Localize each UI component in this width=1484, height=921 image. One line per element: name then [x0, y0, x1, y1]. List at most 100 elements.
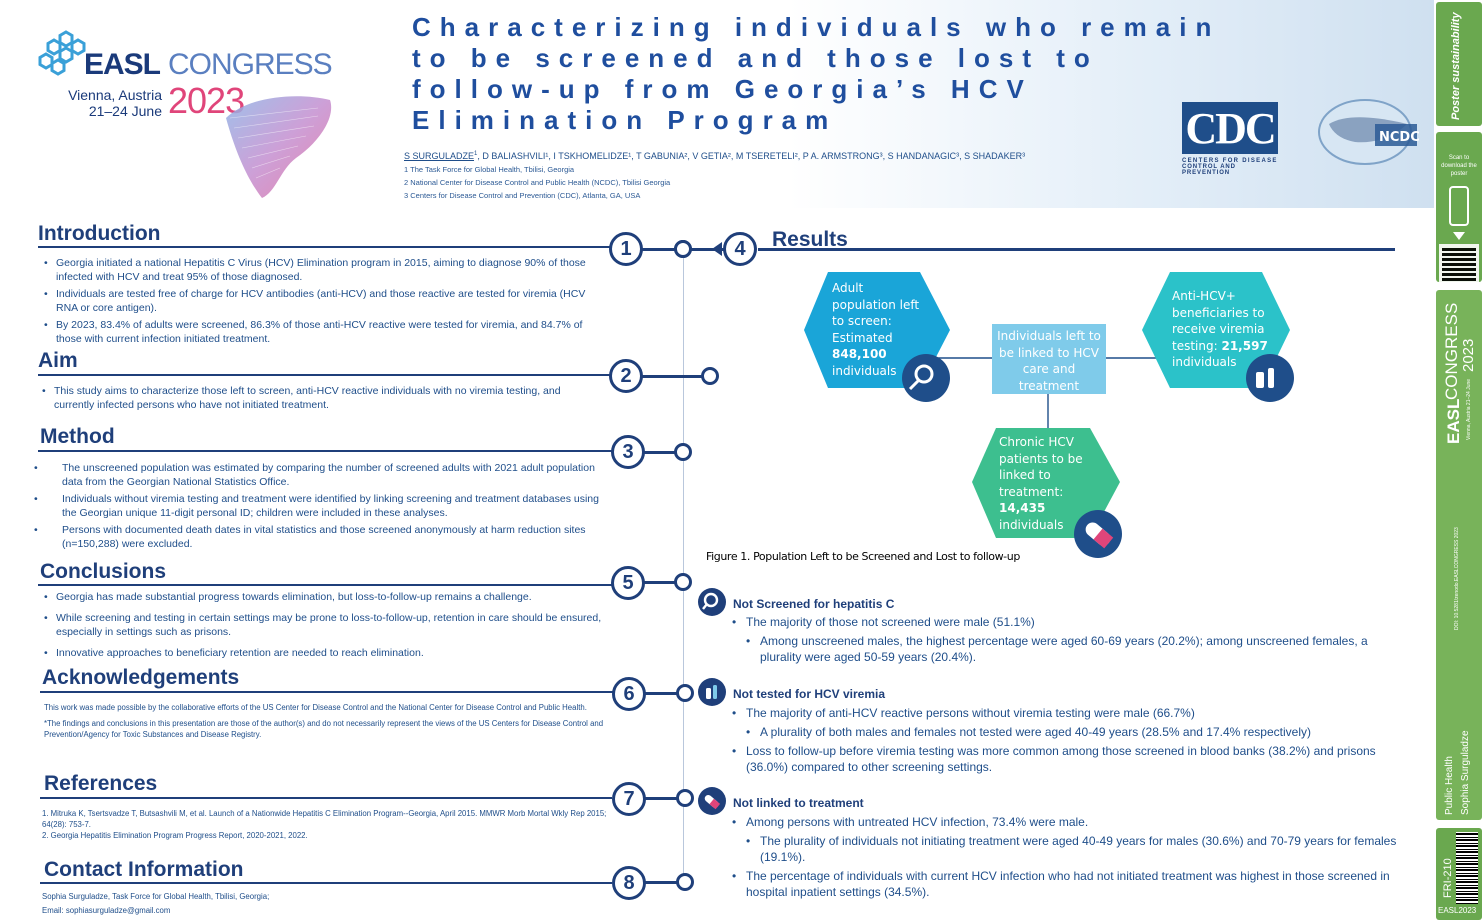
result-item: Loss to follow-up before viremia testing…: [732, 743, 1402, 775]
contact-title: Contact Information: [44, 858, 244, 881]
code-block: FRI-210 EASL2023: [1436, 828, 1482, 920]
center-box: [992, 324, 1106, 394]
poster-title: Characterizing individuals who remain to…: [412, 12, 1221, 135]
introduction-bullets: Georgia initiated a national Hepatitis C…: [40, 256, 600, 349]
result-item: Among unscreened males, the highest perc…: [746, 633, 1402, 665]
flask-body: [1256, 372, 1264, 388]
introduction-bullet: Georgia initiated a national Hepatitis C…: [40, 256, 600, 284]
method-rule: [38, 450, 612, 452]
connector-6: [644, 692, 678, 695]
side-author: Sophia Surguladze: [1460, 730, 1471, 815]
result-item: Among persons with untreated HCV infecti…: [732, 814, 1412, 830]
side-congress: CONGRESS: [1442, 302, 1461, 400]
introduction-title: Introduction: [38, 222, 161, 245]
references-title: References: [44, 772, 158, 795]
not-tested-heading: Not tested for HCV viremia: [733, 687, 886, 701]
contact-email[interactable]: Email: sophiasurguladze@gmail.com: [42, 906, 171, 915]
side-doi: DOI: 10.5281/zenodo.EASLCONGRESS 2023: [1454, 527, 1460, 630]
timeline-node-8: [676, 873, 694, 891]
acknowledgements-paragraph: *The findings and conclusions in this pr…: [44, 719, 604, 739]
result-item: The plurality of individuals not initiat…: [746, 833, 1412, 865]
cdc-logo: CDC CENTERS FOR DISEASE CONTROL AND PREV…: [1182, 102, 1278, 176]
qr-code[interactable]: [1439, 244, 1479, 284]
unscreened-value: 848,100: [832, 347, 887, 361]
result-item: The majority of anti-HCV reactive person…: [732, 705, 1402, 721]
results-rule: [758, 248, 1395, 251]
result-item: The majority of those not screened were …: [732, 614, 1402, 630]
viremia-line: individuals: [1172, 355, 1237, 369]
side-easl: EASL: [1444, 398, 1463, 444]
not-linked-list: Among persons with untreated HCV infecti…: [732, 814, 1412, 903]
congress-wordmark: CONGRESS: [168, 48, 333, 81]
coauthors: , D BALIASHVILI¹, I TSKHOMELIDZE¹, T GAB…: [477, 151, 1026, 161]
introduction-rule: [38, 246, 612, 248]
sponsor-text: Poster sustainability: [1450, 12, 1462, 120]
viremia-hexagon: [1142, 272, 1290, 388]
timeline-node-6: [676, 684, 694, 702]
not-screened-icon: [698, 588, 726, 616]
not-tested-icon: [698, 678, 726, 706]
timeline-spine: [683, 249, 684, 889]
method-bullets: The unscreened population was estimated …: [30, 461, 600, 554]
treatment-line: individuals: [999, 517, 1064, 532]
conclusions-bullet: While screening and testing in certain s…: [40, 611, 615, 639]
result-item: A plurality of both males and females no…: [746, 724, 1402, 740]
magnifier-lens: [914, 364, 934, 384]
section-number-2: 2: [609, 359, 643, 393]
aim-bullet: This study aims to characterize those le…: [38, 384, 598, 412]
congress-block: CONGRESS 2023 EASL Vienna, Austria 21–24…: [1436, 290, 1482, 820]
side-year: 2023: [1460, 338, 1477, 372]
unscreened-label: Adult population left to screen: Estimat…: [832, 280, 942, 379]
arrow-down-icon: [1453, 232, 1465, 240]
cdc-logo-line1: CENTERS FOR DISEASE: [1182, 158, 1278, 164]
unscreened-line: to screen:: [832, 314, 892, 328]
connector-3: [643, 451, 677, 454]
side-category: Public Health: [1444, 756, 1455, 815]
conclusions-bullets: Georgia has made substantial progress to…: [40, 590, 615, 663]
introduction-bullet: Individuals are tested free of charge fo…: [40, 287, 600, 315]
congress-city: Vienna, Austria: [68, 87, 162, 103]
section-number-6: 6: [612, 677, 646, 711]
references-list: 1. Mitruka K, Tsertsvadze T, Butsashvili…: [42, 808, 612, 841]
aim-bullets: This study aims to characterize those le…: [38, 384, 598, 415]
method-bullet: Individuals without viremia testing and …: [30, 492, 600, 520]
search-icon: [702, 592, 719, 610]
timeline-node-3: [674, 443, 692, 461]
viremia-label: Anti-HCV+ beneficiaries to receive virem…: [1172, 288, 1284, 371]
contact-rule: [40, 882, 612, 884]
contact-line: Sophia Surguladze, Task Force for Global…: [42, 892, 270, 901]
flask-icon: [706, 685, 717, 699]
section-number-4: 4: [723, 232, 757, 266]
connector-5: [643, 581, 677, 584]
scan-block: Scan to download the poster: [1436, 132, 1482, 284]
method-bullet: The unscreened population was estimated …: [30, 461, 600, 489]
sponsor-block: Poster sustainability: [1436, 2, 1482, 126]
hexagon-cluster-icon: [38, 30, 86, 76]
phone-icon: [1449, 186, 1469, 226]
conclusions-title: Conclusions: [40, 560, 167, 583]
connector-8: [644, 881, 678, 884]
author-list: S SURGULADZE1, D BALIASHVILI¹, I TSKHOME…: [404, 148, 1164, 202]
acknowledgements-paragraph: This work was made possible by the colla…: [44, 703, 587, 712]
center-label: Individuals left to be linked to HCV car…: [997, 329, 1101, 393]
treatment-line: treatment:: [999, 484, 1064, 499]
result-item: The percentage of individuals with curre…: [732, 868, 1412, 900]
not-linked-icon: [698, 787, 726, 815]
method-bullet: Persons with documented death dates in v…: [30, 523, 600, 551]
method-title: Method: [40, 425, 115, 448]
connector-1: [641, 248, 675, 251]
treatment-value: 14,435: [999, 501, 1046, 515]
acknowledgements-rule: [40, 691, 614, 693]
viremia-line: receive viremia: [1172, 322, 1265, 336]
treatment-line: Chronic HCV: [999, 435, 1074, 449]
congress-dates: 21–24 June: [88, 103, 162, 119]
timeline-node-2: [701, 367, 719, 385]
liver-illustration-icon: [226, 96, 332, 198]
connector-2b: [641, 375, 703, 378]
first-author: S SURGULADZE: [404, 151, 475, 161]
easl-wordmark: EASL: [84, 48, 161, 81]
viremia-line: beneficiaries to: [1172, 305, 1265, 320]
references-rule: [40, 797, 612, 799]
aim-rule: [38, 374, 612, 376]
side-footer: EASL2023: [1438, 906, 1477, 915]
